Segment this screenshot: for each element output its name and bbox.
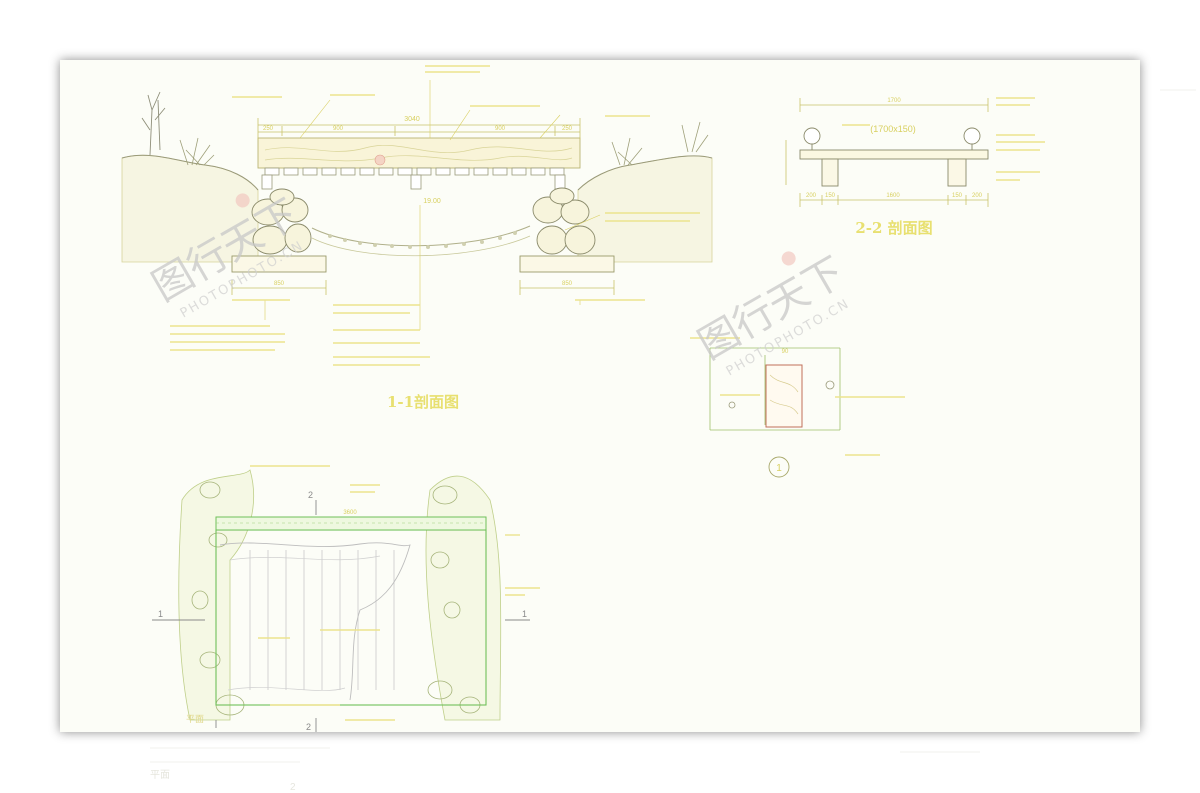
bench-leg-right: [947, 158, 967, 187]
post-ball-right: [963, 127, 981, 145]
dim-base-left: 850: [274, 281, 285, 287]
cut-label-1-left: 1: [158, 609, 163, 619]
detail-1: 90 1: [690, 337, 905, 478]
dim-total-2-2: 1700: [887, 98, 901, 104]
bench-leg-left: [821, 158, 839, 187]
dim-seg-c: 900: [495, 126, 506, 132]
dim-right-a: 150: [952, 193, 963, 199]
cut-label-2-bottom: 2: [306, 722, 311, 732]
detail-post: [765, 364, 803, 428]
cut-label-1-right: 1: [522, 609, 527, 619]
detail-width-dim: 90: [782, 349, 789, 355]
stone-pier-left: [251, 188, 312, 255]
section-1-1: 3040 250 900 900 250 19.00 850 850 1-1剖面…: [121, 65, 713, 411]
detail-marker: 1: [776, 463, 782, 474]
dim-total-1-1: 3040: [404, 116, 420, 123]
stone-pier-right: [532, 187, 596, 255]
plan-total-dim: 3600: [343, 510, 357, 516]
elevation-label: 19.00: [423, 198, 441, 205]
detail-marker-circle: [768, 456, 790, 478]
svg-text:平面: 平面: [150, 770, 170, 781]
dim-base-right: 850: [562, 281, 573, 287]
footing-right: [519, 255, 615, 273]
dim-seg-a: 250: [263, 126, 274, 132]
dim-seg-d: 250: [562, 126, 573, 132]
dim-seg-b: 900: [333, 126, 344, 132]
shrub-icon: [179, 121, 709, 166]
cut-label-2-top: 2: [308, 490, 313, 500]
bench-slab: [799, 149, 989, 160]
bridge-deck: [257, 137, 581, 169]
channel-bed: [311, 225, 531, 247]
dim-mid-2-2: 1600: [886, 193, 900, 199]
section-2-2: 1700 (1700x150) 1600 200 150 150 200 2-2…: [785, 97, 1045, 237]
span-label: (1700x150): [870, 124, 916, 134]
dim-left-b: 150: [825, 193, 836, 199]
plan-view: 3600 1 1 2 2 平面: [152, 465, 540, 732]
section-2-2-title: 2-2 剖面图: [855, 219, 932, 237]
dim-right-b: 200: [972, 193, 983, 199]
tree-icon: [141, 91, 166, 156]
section-1-1-title: 1-1剖面图: [387, 393, 459, 411]
footing-left: [231, 255, 327, 273]
joist-row: [261, 167, 566, 190]
plan-corner-label: 平面: [186, 714, 204, 724]
svg-text:2: 2: [290, 782, 296, 793]
dim-left-a: 200: [806, 193, 817, 199]
post-ball-left: [803, 127, 821, 145]
